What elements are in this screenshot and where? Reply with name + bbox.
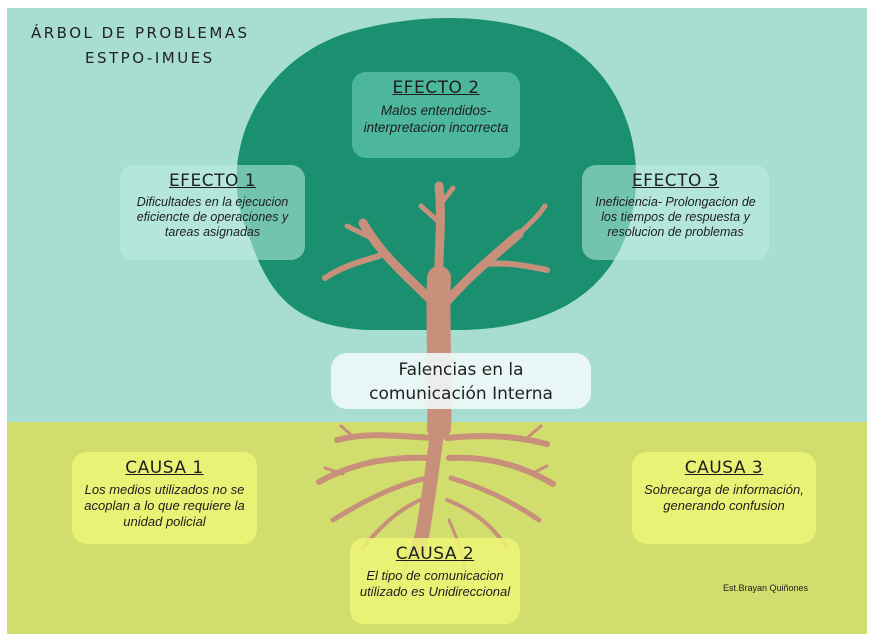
cause-1-box: CAUSA 1 Los medios utilizados no se acop… xyxy=(72,452,257,544)
cause-3-box: CAUSA 3 Sobrecarga de información, gener… xyxy=(632,452,816,544)
diagram-subtitle: ESTPO-IMUES xyxy=(85,49,215,67)
effect-2-text: Malos entendidos-interpretacion incorrec… xyxy=(363,103,509,135)
diagram-title: ÁRBOL DE PROBLEMAS xyxy=(31,24,250,42)
cause-3-text: Sobrecarga de información, generando con… xyxy=(644,482,804,513)
effect-1-heading: EFECTO 1 xyxy=(168,171,257,191)
effect-2-box: EFECTO 2 Malos entendidos-interpretacion… xyxy=(352,72,520,158)
effect-1-text: Dificultades en la ejecucion eficiencte … xyxy=(136,195,289,239)
tree-canopy xyxy=(236,18,637,330)
cause-2-box: CAUSA 2 El tipo de comunicacion utilizad… xyxy=(350,538,520,624)
cause-1-text: Los medios utilizados no se acoplan a lo… xyxy=(84,482,245,529)
author-signature: Est.Brayan Quiñones xyxy=(723,583,809,593)
effect-2-heading: EFECTO 2 xyxy=(392,78,480,98)
tree-illustration xyxy=(236,18,637,580)
tree-branches xyxy=(322,181,550,313)
core-problem-line2: comunicación Interna xyxy=(369,384,553,404)
cause-1-heading: CAUSA 1 xyxy=(125,458,204,478)
cause-3-heading: CAUSA 3 xyxy=(684,458,764,478)
core-problem-box: Falencias en la comunicación Interna xyxy=(331,353,591,409)
problem-tree-diagram: ÁRBOL DE PROBLEMAS ESTPO-IMUES EFECTO 1 … xyxy=(7,8,867,634)
cause-2-heading: CAUSA 2 xyxy=(395,544,475,564)
effect-1-box: EFECTO 1 Dificultades en la ejecucion ef… xyxy=(120,165,305,260)
effect-3-heading: EFECTO 3 xyxy=(631,171,720,191)
effect-3-box: EFECTO 3 Ineficiencia- Prolongacion de l… xyxy=(582,165,769,260)
cause-2-text: El tipo de comunicacion utilizado es Uni… xyxy=(359,568,511,599)
effect-3-text: Ineficiencia- Prolongacion de los tiempo… xyxy=(595,195,756,239)
tree-roots xyxy=(316,409,556,580)
core-problem-line1: Falencias en la xyxy=(398,360,524,380)
